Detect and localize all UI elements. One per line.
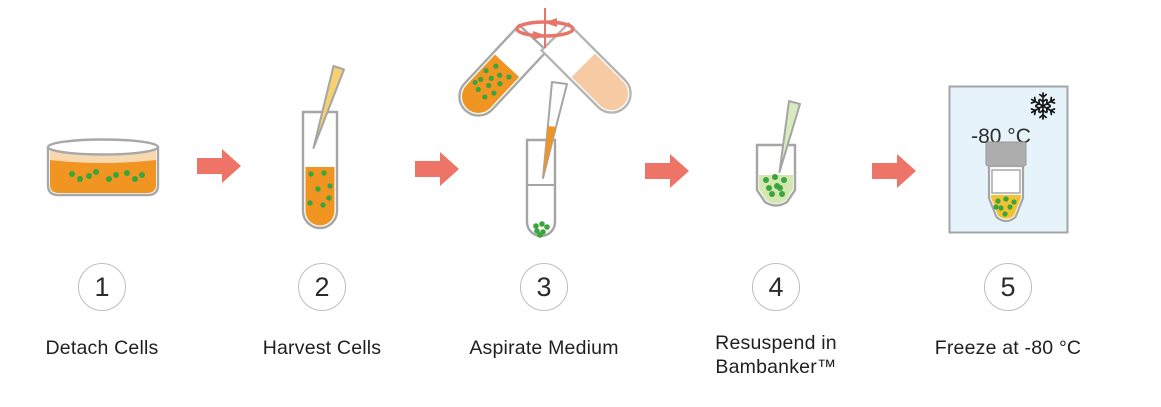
cells-dots — [763, 174, 787, 197]
step-number-badge-4: 4 — [752, 263, 800, 311]
spun-tube-left — [458, 23, 549, 117]
snowflake-icon — [1030, 92, 1056, 120]
cryovial — [985, 141, 1027, 223]
flow-arrow-icon — [872, 154, 916, 188]
step-label-harvest: Harvest Cells — [262, 337, 382, 359]
cells-dots — [69, 169, 145, 182]
flow-arrow-icon — [415, 152, 459, 186]
dish-rim — [46, 138, 160, 156]
cells-dots — [472, 63, 512, 100]
resuspend-tube-icon — [755, 100, 801, 207]
spun-tube-right — [539, 21, 632, 114]
pipette-tip-icon — [778, 100, 801, 173]
vial-cap — [985, 141, 1027, 167]
aspirated-medium — [543, 126, 556, 177]
step-number-badge-3: 3 — [520, 263, 568, 311]
cell-pellet — [533, 221, 550, 238]
step-label-aspirate: Aspirate Medium — [469, 337, 619, 359]
vial-label-window — [991, 169, 1021, 194]
step-number-badge-2: 2 — [298, 263, 346, 311]
pipette-tip-icon — [312, 65, 345, 149]
step-label-freeze: Freeze at -80 °C — [934, 337, 1082, 359]
step-number-badge-1: 1 — [78, 263, 126, 311]
centrifuge-rotation-icon — [515, 8, 575, 48]
step-number-badge-5: 5 — [984, 263, 1032, 311]
flow-arrow-icon — [645, 154, 689, 188]
step-label-resuspend: Resuspend in Bambanker™ — [715, 332, 837, 378]
orange-medium — [305, 167, 335, 226]
centrifuge-aspirate-icon — [458, 8, 632, 238]
harvest-tube-icon — [301, 65, 345, 230]
orange-medium — [50, 160, 156, 193]
petri-dish-icon — [46, 138, 160, 197]
cells-dots — [307, 170, 333, 208]
cells-dots — [993, 196, 1017, 217]
aspiration-tube — [525, 81, 568, 238]
freezer-box-icon: -80 °C — [948, 85, 1069, 234]
flow-arrow-icon — [197, 149, 241, 183]
step-label-detach: Detach Cells — [45, 337, 159, 359]
